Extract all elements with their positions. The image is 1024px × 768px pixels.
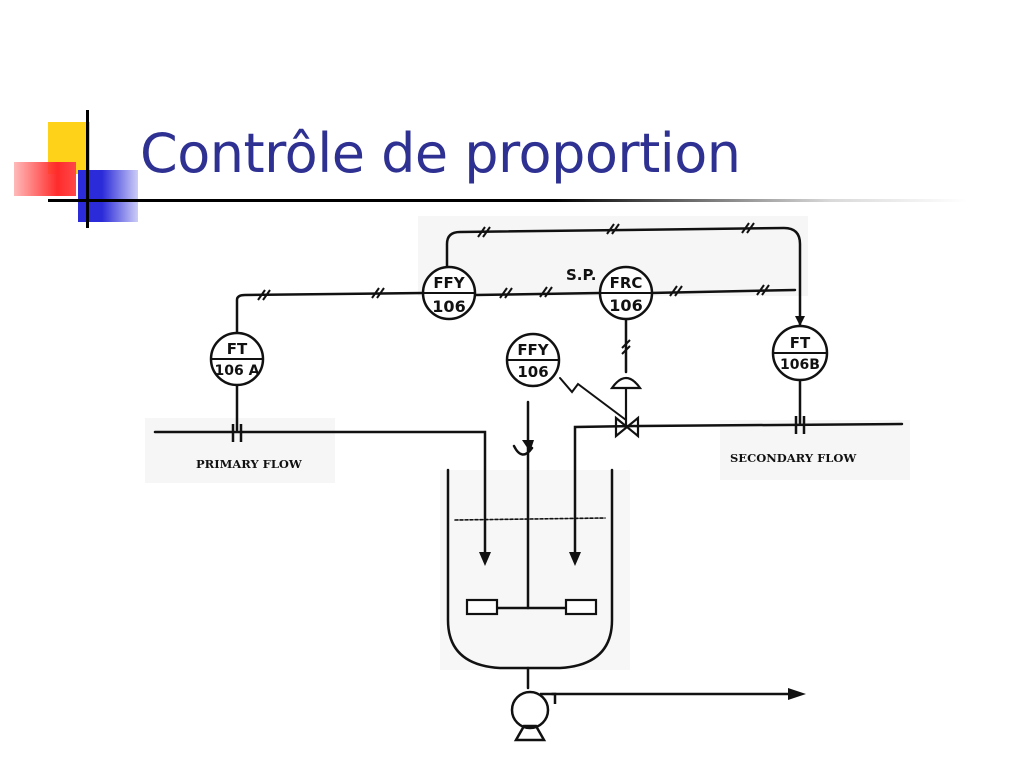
signal-line-top-loop bbox=[445, 226, 802, 332]
primary-flow-pipe bbox=[153, 430, 487, 557]
control-valve bbox=[614, 415, 640, 439]
electric-signal bbox=[559, 377, 627, 421]
secondary-flow-label: SECONDARY FLOW bbox=[730, 451, 857, 465]
secondary-inlet-arrow bbox=[569, 552, 581, 566]
orifice-secondary bbox=[794, 416, 806, 434]
signal-line-fta-ffy bbox=[235, 291, 425, 342]
ffy-mid-line1: FFY bbox=[517, 341, 549, 359]
title-underline bbox=[48, 199, 968, 202]
primary-flow-label: PRIMARY FLOW bbox=[196, 457, 303, 471]
impeller-left bbox=[465, 598, 499, 616]
signal-line-ffy-frc bbox=[473, 291, 602, 297]
valve-actuator bbox=[609, 376, 643, 390]
page-title: Contrôle de proportion bbox=[140, 122, 741, 185]
ffy-mid-line2: 106 bbox=[517, 363, 548, 381]
impeller-right bbox=[564, 598, 598, 616]
liquid-level bbox=[454, 517, 606, 521]
orifice-primary bbox=[231, 424, 243, 442]
discharge-arrow bbox=[788, 688, 806, 700]
ffy-top-line2: 106 bbox=[432, 297, 465, 316]
tank-outline bbox=[446, 468, 614, 670]
setpoint-label: S.P. bbox=[566, 266, 596, 284]
drop-arrow bbox=[795, 316, 805, 326]
agitator-arrow bbox=[522, 440, 534, 452]
ft-a-line1: FT bbox=[227, 340, 248, 358]
decor-vertical-line bbox=[86, 110, 89, 228]
primary-inlet-arrow bbox=[479, 552, 491, 566]
ft-b-line2: 106B bbox=[780, 357, 820, 373]
ffy-top-line1: FFY bbox=[433, 274, 465, 292]
pump-icon bbox=[510, 690, 550, 730]
signal-line-frc-ftb bbox=[648, 288, 797, 295]
secondary-flow-pipe bbox=[573, 422, 904, 557]
decor-red-square bbox=[14, 162, 76, 196]
frc-line1: FRC bbox=[610, 274, 643, 292]
frc-line2: 106 bbox=[609, 296, 642, 315]
ft-a-line2: 106 A bbox=[215, 363, 260, 379]
ft-b-line1: FT bbox=[790, 334, 811, 352]
